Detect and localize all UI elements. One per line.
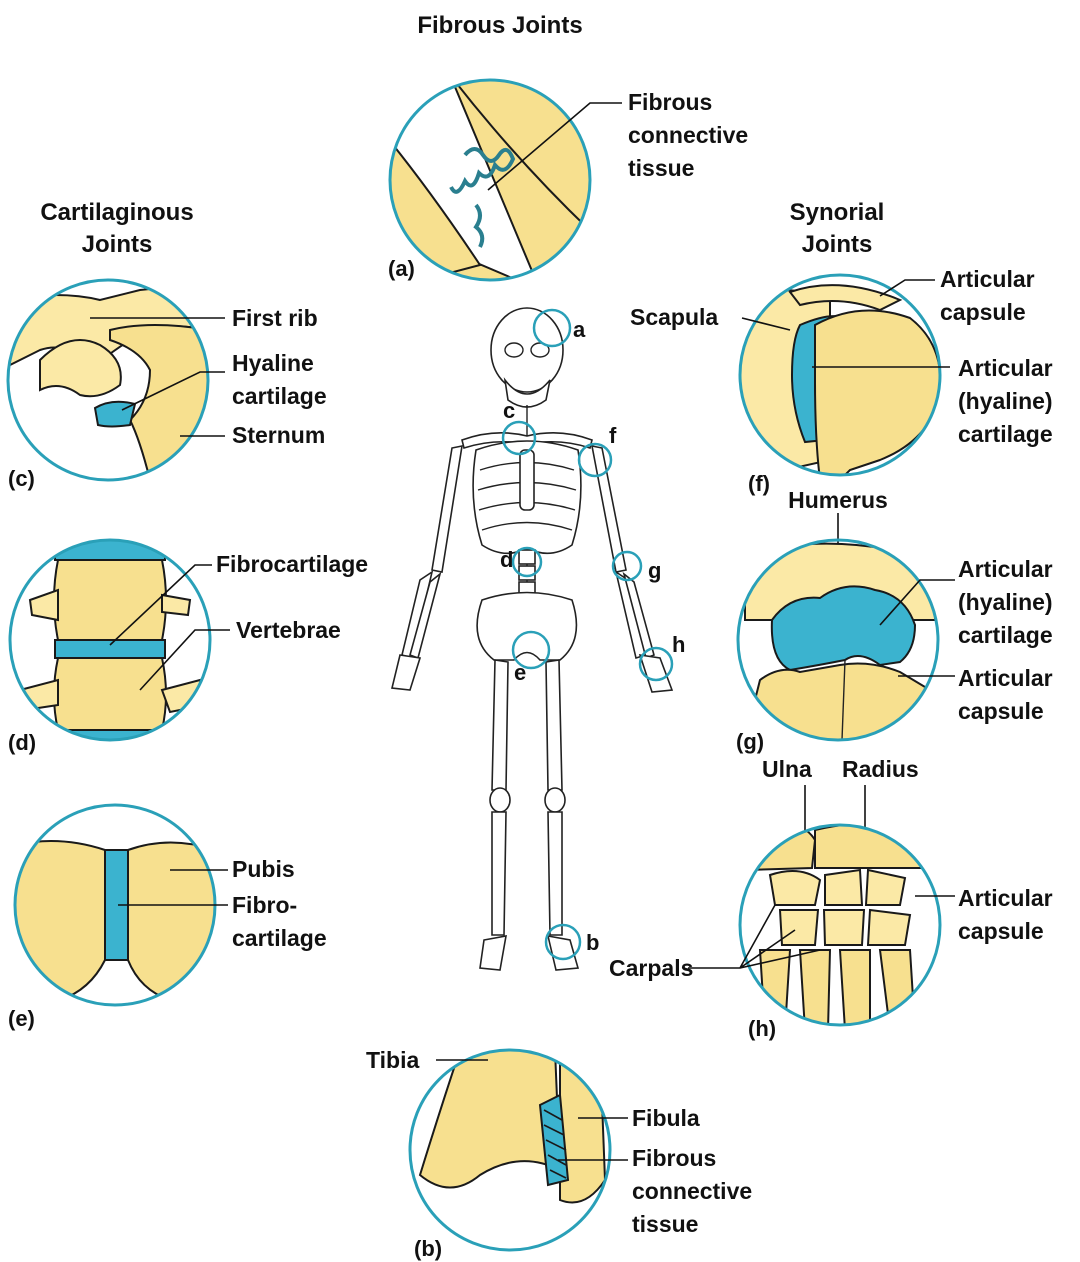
panel-f-cartilage-label-line1: Articular <box>958 355 1053 381</box>
panel-h-tag: (h) <box>748 1016 776 1041</box>
cartilaginous-joints-heading-line1: Cartilaginous <box>40 199 193 226</box>
panel-e-fibro-label-line2: cartilage <box>232 925 327 951</box>
panel-d-tag: (d) <box>8 730 36 755</box>
panel-a-label-line2: connective <box>628 122 748 148</box>
panel-d-vertebrae-label: Vertebrae <box>236 617 341 643</box>
panel-g-cartilage-label-line3: cartilage <box>958 622 1053 648</box>
panel-d-fibrocartilage-label: Fibrocartilage <box>216 551 368 577</box>
panel-b-tissue-label-line2: connective <box>632 1178 752 1204</box>
panel-e-fibro-label-line1: Fibro- <box>232 892 297 918</box>
skeleton-key-c: c <box>503 398 515 423</box>
panel-f-cartilage-label-line3: cartilage <box>958 421 1053 447</box>
skeleton-figure: a c f d g e h b <box>392 308 685 970</box>
panel-h-capsule-label-line1: Articular <box>958 885 1053 911</box>
panel-b-tissue-label-line3: tissue <box>632 1211 698 1237</box>
skeleton-key-f: f <box>609 423 617 448</box>
skeleton-key-g: g <box>648 558 661 583</box>
panel-h-wrist: Ulna Radius Articular capsule Carpals (h… <box>609 756 1053 1041</box>
panel-g-capsule-label-line2: capsule <box>958 698 1044 724</box>
panel-h-capsule-label-line2: capsule <box>958 918 1044 944</box>
panel-g-elbow: Humerus Articular (hyaline) cartilage Ar… <box>736 487 1053 754</box>
panel-f-shoulder: Scapula Articular capsule Articular (hya… <box>630 266 1053 496</box>
panel-f-tag: (f) <box>748 471 770 496</box>
panel-c-hyaline-label-line2: cartilage <box>232 383 327 409</box>
skeleton-key-d: d <box>500 547 513 572</box>
skeleton-key-e: e <box>514 660 526 685</box>
panel-b-tibiofibular: Tibia Fibula Fibrous connective tissue (… <box>366 1047 752 1261</box>
panel-f-scapula-label: Scapula <box>630 304 718 330</box>
panel-f-capsule-label-line1: Articular <box>940 266 1035 292</box>
panel-h-ulna-label: Ulna <box>762 756 812 782</box>
panel-a-label-line1: Fibrous <box>628 89 712 115</box>
panel-c-first-rib-label: First rib <box>232 305 318 331</box>
panel-f-cartilage-label-line2: (hyaline) <box>958 388 1053 414</box>
panel-g-cartilage-label-line1: Articular <box>958 556 1053 582</box>
panel-e-pubic-symphysis: Pubis Fibro- cartilage (e) <box>8 805 327 1031</box>
skeleton-key-h: h <box>672 632 685 657</box>
panel-h-radius-label: Radius <box>842 756 919 782</box>
panel-c-tag: (c) <box>8 466 35 491</box>
skeleton-key-b: b <box>586 930 599 955</box>
panel-b-tag: (b) <box>414 1236 442 1261</box>
panel-a-skull-suture: Fibrous connective tissue (a) <box>385 75 748 290</box>
panel-h-carpals-label: Carpals <box>609 955 693 981</box>
panel-g-tag: (g) <box>736 729 764 754</box>
panel-e-pubis-label: Pubis <box>232 856 295 882</box>
fibrous-joints-heading: Fibrous Joints <box>417 12 582 39</box>
panel-g-humerus-label: Humerus <box>788 487 888 513</box>
synovial-joints-heading-line1: Synorial <box>790 199 885 226</box>
panel-c-sternum-label: Sternum <box>232 422 325 448</box>
panel-a-tag: (a) <box>388 256 415 281</box>
panel-g-cartilage-label-line2: (hyaline) <box>958 589 1053 615</box>
panel-e-tag: (e) <box>8 1006 35 1031</box>
synovial-joints-heading-line2: Joints <box>802 231 873 258</box>
panel-d-vertebrae: Fibrocartilage Vertebrae (d) <box>8 540 368 755</box>
panel-g-capsule-label-line1: Articular <box>958 665 1053 691</box>
panel-b-tissue-label-line1: Fibrous <box>632 1145 716 1171</box>
panel-b-fibula-label: Fibula <box>632 1105 700 1131</box>
panel-c-rib-sternum: First rib Hyaline cartilage Sternum (c) <box>0 280 327 491</box>
panel-f-capsule-label-line2: capsule <box>940 299 1026 325</box>
panel-c-hyaline-label-line1: Hyaline <box>232 350 314 376</box>
panel-b-tibia-label: Tibia <box>366 1047 419 1073</box>
skeleton-key-a: a <box>573 317 586 342</box>
panel-a-label-line3: tissue <box>628 155 694 181</box>
cartilaginous-joints-heading-line2: Joints <box>82 231 153 258</box>
